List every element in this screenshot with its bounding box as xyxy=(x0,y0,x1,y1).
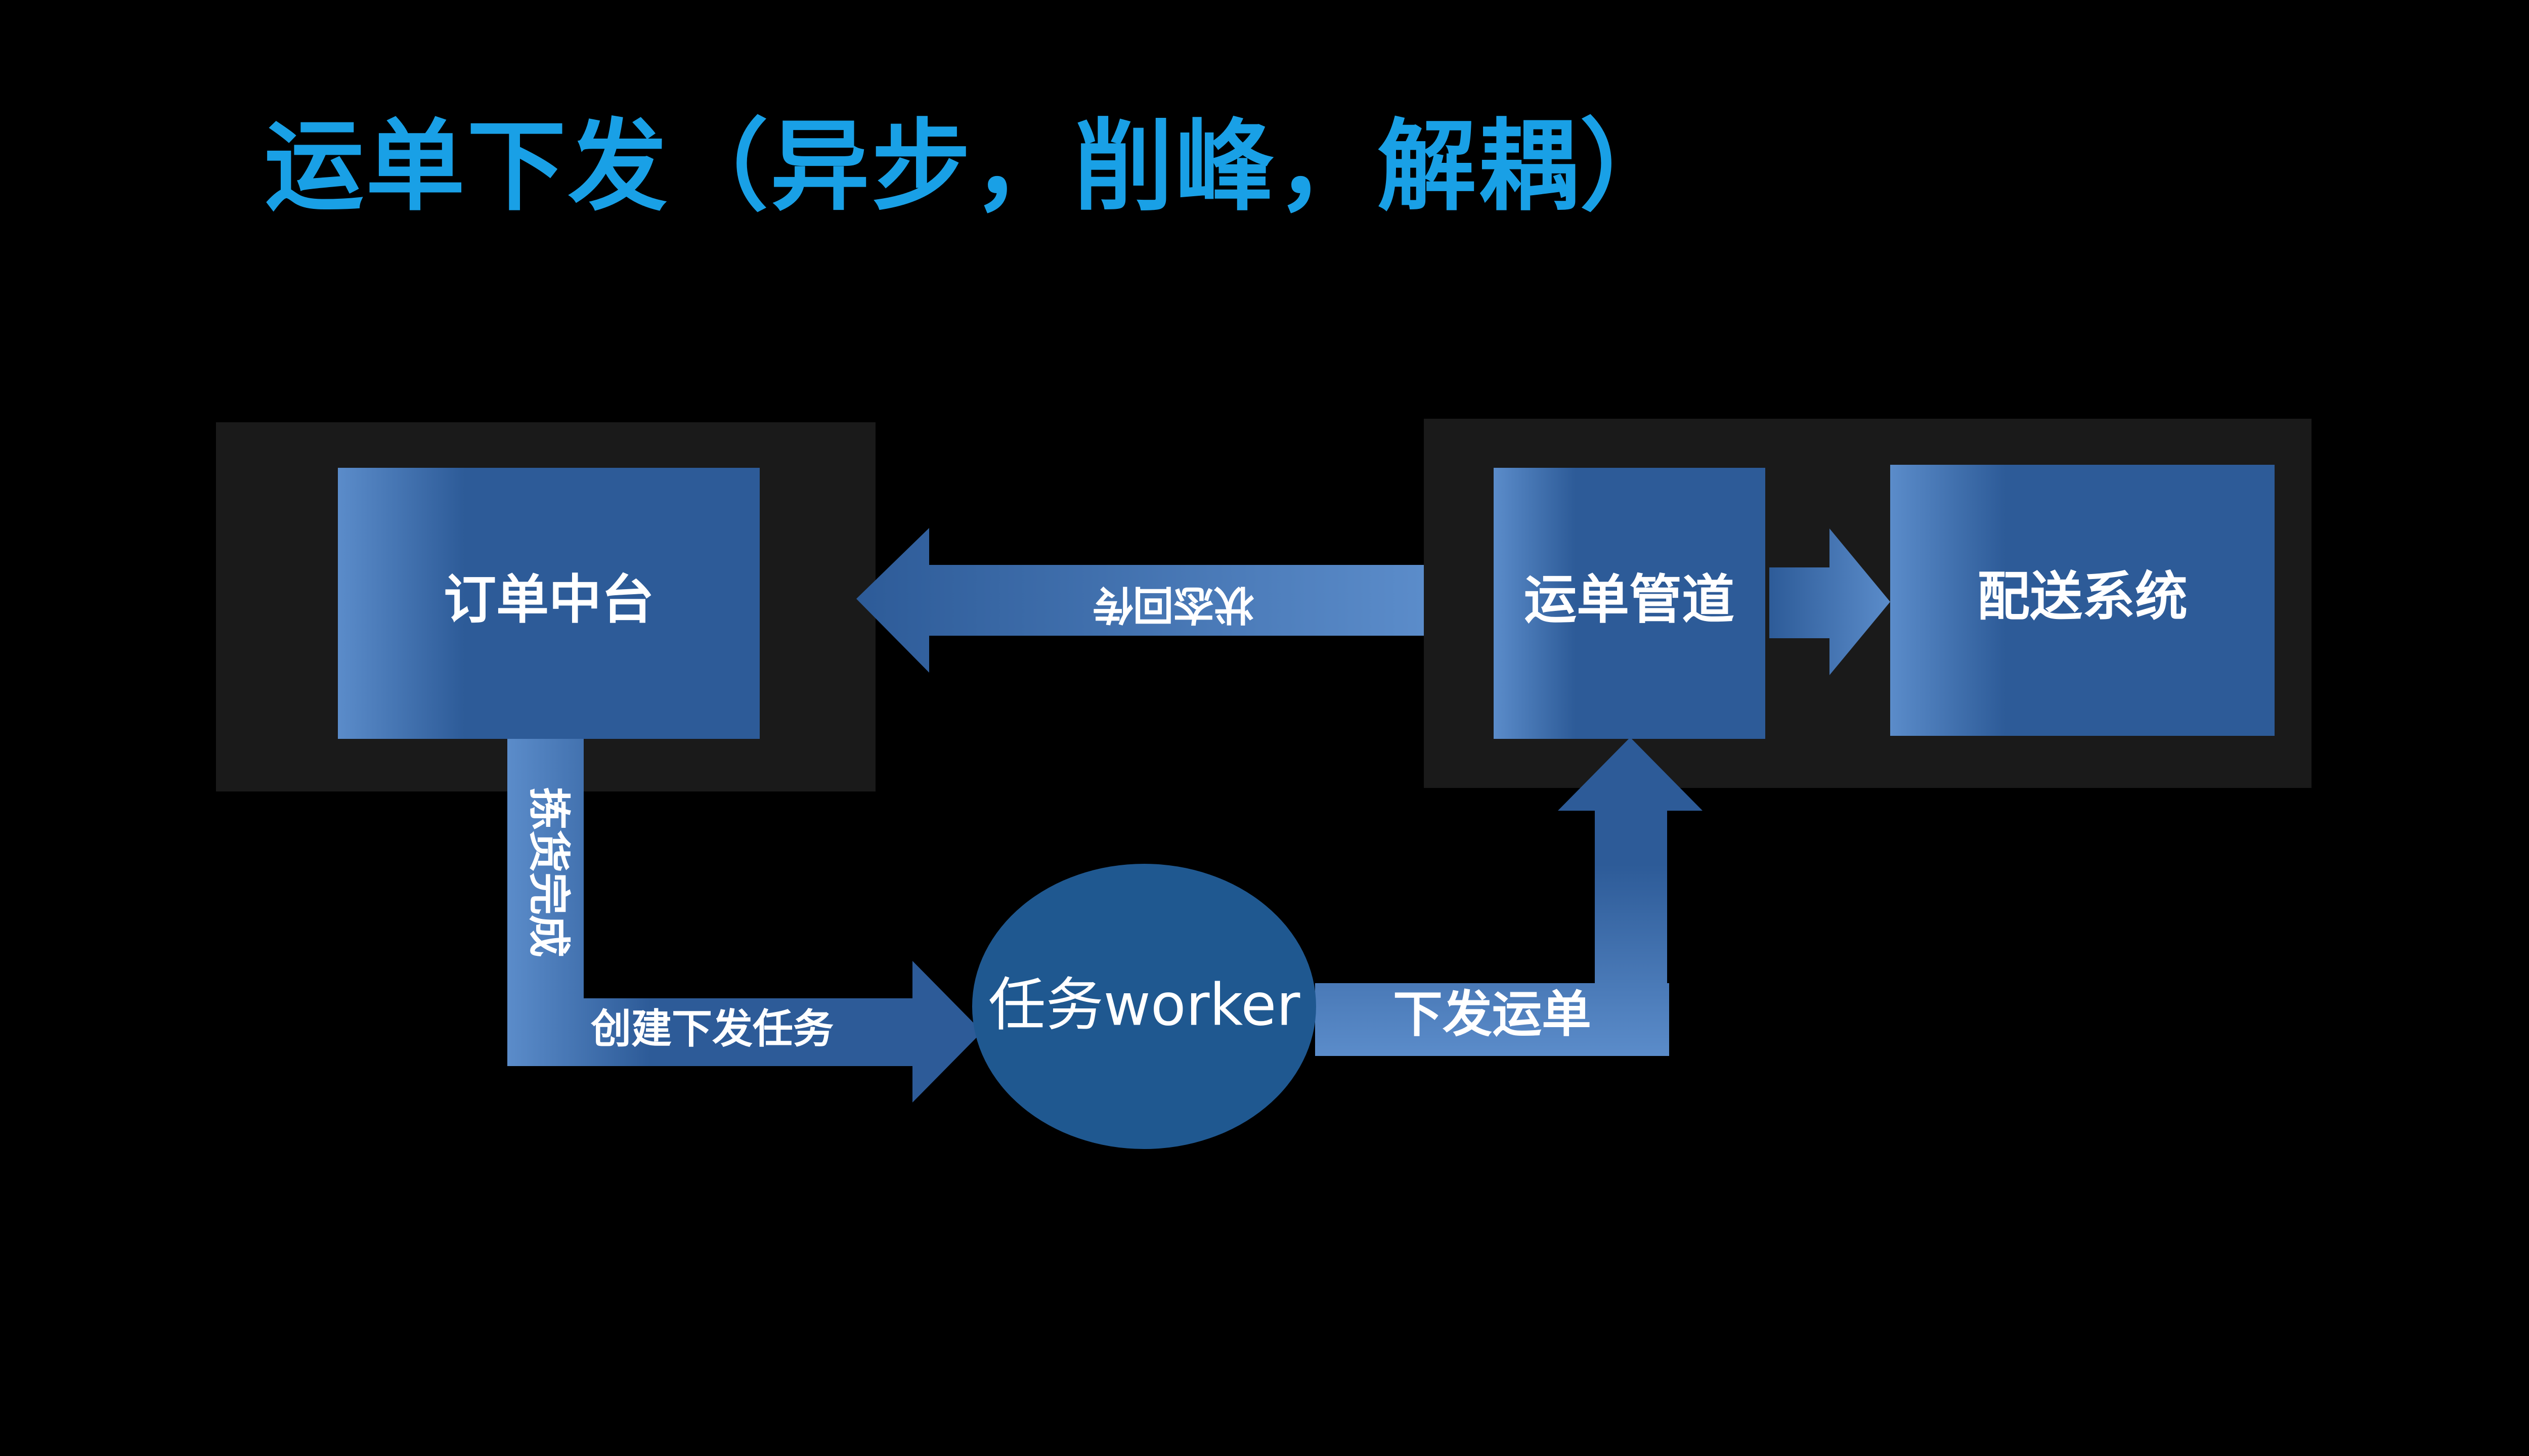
status-callback-arrow xyxy=(856,528,1424,673)
picking-done-label: 拣货完成 xyxy=(524,787,574,957)
order-center-box xyxy=(338,468,760,739)
picking-done-arrow xyxy=(507,738,982,1102)
status-callback-label: 状态回传 xyxy=(1093,581,1254,628)
create-dispatch-task-label: 创建下发任务 xyxy=(591,1005,834,1052)
delivery-system-label: 配送系统 xyxy=(1977,565,2188,627)
delivery-system-box xyxy=(1890,465,2275,736)
task-worker-label: 任务worker xyxy=(988,971,1300,1038)
waybill-pipeline-label: 运单管道 xyxy=(1524,568,1734,630)
waybill-pipeline-box xyxy=(1494,468,1765,739)
dispatch-waybill-arrow xyxy=(1315,737,1703,1056)
task-worker-node xyxy=(972,864,1316,1149)
pipeline-to-delivery-arrow xyxy=(1769,528,1890,675)
dispatch-waybill-label: 下发运单 xyxy=(1393,986,1591,1043)
order-center-label: 订单中台 xyxy=(444,568,654,630)
slide-title: 运单下发（异步，削峰，解耦） xyxy=(265,109,1681,225)
